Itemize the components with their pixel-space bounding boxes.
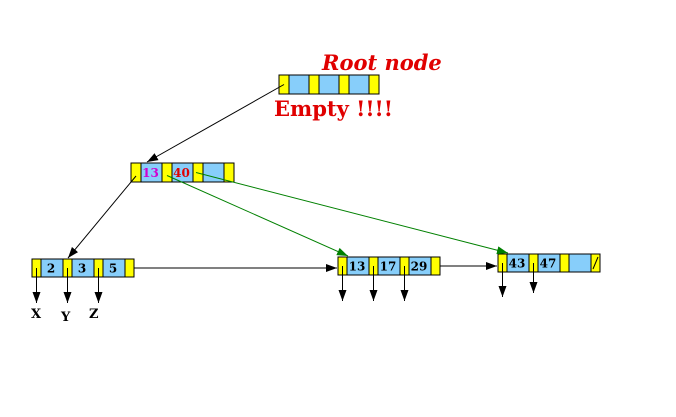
node-leaf-c: 43 47 <box>497 253 601 273</box>
node-leaf-b: 13 17 29 <box>337 256 441 276</box>
arrows-layer <box>32 84 538 303</box>
pointer-label-x: X <box>31 307 42 322</box>
arrow-internal-to-leaf-c <box>195 172 509 255</box>
node-key: 13 <box>349 260 366 274</box>
node-key: 13 <box>142 166 159 180</box>
pointer-slot <box>338 74 350 95</box>
pointer-slot <box>130 162 142 183</box>
root-empty-status: Empty !!!! <box>274 96 393 121</box>
key-slot <box>318 74 340 95</box>
node-key: 5 <box>109 262 117 276</box>
node-key: 40 <box>173 166 190 180</box>
null-pointer-mark <box>592 256 599 270</box>
node-internal: 13 40 <box>130 162 235 183</box>
key-slot <box>348 74 370 95</box>
pointer-label-z: Z <box>89 307 99 322</box>
arrow-root-to-internal <box>146 84 285 163</box>
arrow-internal-to-leaf-a <box>67 175 137 259</box>
node-key: 3 <box>78 262 86 276</box>
node-key: 43 <box>509 257 526 271</box>
node-key: 17 <box>380 260 397 274</box>
pointer-slot <box>223 162 235 183</box>
pointer-label-y: Y <box>61 310 71 325</box>
pointer-slot <box>368 74 380 95</box>
pointer-slot <box>308 74 320 95</box>
pointer-slot <box>124 258 135 278</box>
node-key: 2 <box>47 262 55 276</box>
node-key: 47 <box>540 257 557 271</box>
root-node-title: Root node <box>322 50 442 75</box>
pointer-slot <box>559 253 570 273</box>
key-slot <box>288 74 310 95</box>
pointer-slot <box>430 256 441 276</box>
pointer-slot <box>161 162 173 183</box>
node-key: 29 <box>411 260 428 274</box>
node-leaf-a: 2 3 5 <box>31 258 135 278</box>
key-slot <box>568 253 592 273</box>
arrow-internal-to-leaf-b <box>166 175 349 257</box>
node-root <box>278 74 380 95</box>
